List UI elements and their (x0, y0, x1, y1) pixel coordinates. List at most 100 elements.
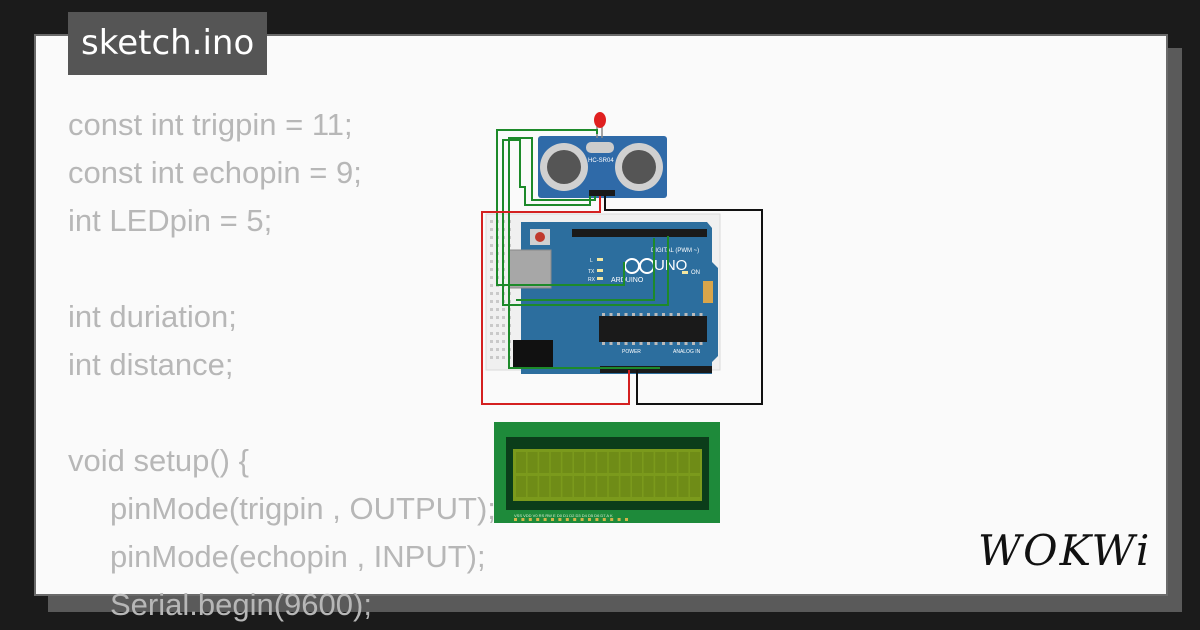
code-line: Serial.begin(9600); (110, 587, 372, 622)
lcd-character-cell (620, 476, 631, 497)
sketch-filename-tab[interactable]: sketch.ino (68, 12, 268, 75)
chip-pin (602, 313, 605, 316)
lcd-pin (551, 518, 554, 521)
code-line: pinMode(echopin , INPUT); (110, 539, 486, 574)
breadboard-hole (502, 332, 505, 335)
wire-echo (508, 137, 660, 369)
lcd-character-cell (655, 452, 666, 473)
wire-led (496, 129, 625, 286)
power-analog-header (600, 366, 712, 373)
digital-pins-label: DIGITAL (PWM ~) (651, 248, 699, 254)
breadboard-hole (502, 316, 505, 319)
l-led-indicator (597, 258, 603, 261)
breadboard-hole (496, 316, 499, 319)
chip-pin (639, 313, 643, 316)
lcd-character-cell (585, 452, 596, 473)
lcd-pin (588, 518, 591, 521)
chip-pin (602, 342, 605, 345)
power-jack (513, 340, 553, 368)
chip-pin (654, 313, 658, 316)
rx-label: RX (588, 277, 596, 283)
l-label: L (590, 258, 593, 264)
lcd-character-cell (666, 476, 677, 497)
lcd-character-cell (539, 476, 550, 497)
code-preview: const int trigpin = 11;const int echopin… (68, 101, 496, 629)
lcd-1602-display[interactable]: VSS VDD V0 RS RW E D0 D1 D2 D3 D4 D5 D6 … (494, 422, 720, 523)
atmega-chip (599, 316, 707, 342)
breadboard-hole (502, 324, 505, 327)
tx-label: TX (588, 269, 595, 275)
breadboard-hole (490, 316, 493, 319)
chip-pin (692, 342, 695, 345)
on-led-indicator (682, 271, 688, 274)
breadboard-hole (496, 340, 499, 343)
board-brand-label: ARDUINO (611, 277, 644, 284)
breadboard-hole (496, 308, 499, 311)
lcd-pin (565, 518, 569, 521)
reset-button-cap[interactable] (535, 232, 545, 242)
lcd-character-cell (516, 452, 526, 473)
breadboard-hole (496, 348, 499, 351)
power-pins-label: POWER (622, 349, 641, 355)
breadboard-hole (490, 348, 493, 351)
analog-pins-label: ANALOG IN (673, 349, 701, 355)
lcd-pin (610, 518, 614, 521)
chip-pin (669, 342, 673, 345)
red-led[interactable] (594, 112, 606, 138)
board-model-label: UNO (654, 257, 687, 274)
lcd-pin (558, 518, 562, 521)
breadboard-hole (490, 244, 493, 247)
code-line: const int echopin = 9; (68, 155, 362, 190)
code-line: int duriation; (68, 299, 237, 334)
sensor-transmitter-mesh (547, 150, 581, 184)
chip-pin (684, 313, 688, 316)
chip-pin (654, 342, 658, 345)
lcd-pin (536, 518, 540, 521)
arduino-uno-board[interactable]: UNO ARDUINO DIGITAL (PWM ~) POWER ANALOG… (508, 222, 718, 374)
code-line: void setup() { (68, 443, 249, 478)
wire-ground (604, 196, 763, 405)
lcd-character-cell (608, 476, 619, 497)
wire-trig (502, 139, 669, 306)
breadboard-hole (490, 220, 493, 223)
chip-pin (669, 313, 673, 316)
lcd-pin (528, 518, 532, 521)
chip-pin (684, 342, 688, 345)
code-line: pinMode(trigpin , OUTPUT); (110, 491, 496, 526)
lcd-character-cell (574, 452, 584, 473)
wokwi-logo-text: WOKWi (978, 527, 1150, 575)
breadboard-hole (490, 292, 493, 295)
breadboard-hole (496, 332, 499, 335)
lcd-pin (521, 518, 525, 521)
code-line: int distance; (68, 347, 234, 382)
lcd-character-cell (516, 476, 526, 497)
lcd-character-cell (608, 452, 619, 473)
code-line: int LEDpin = 5; (68, 203, 273, 238)
chip-pin (617, 313, 620, 316)
wire-signal (516, 238, 655, 301)
sensor-pin-header (589, 190, 615, 196)
on-label: ON (691, 270, 700, 276)
chip-pin (609, 342, 613, 345)
sensor-crystal (586, 142, 614, 153)
breadboard-hole (502, 356, 505, 359)
lcd-character-cell (550, 452, 561, 473)
lcd-character-cell (527, 476, 538, 497)
wokwi-logo[interactable]: WOKWi (978, 527, 1150, 577)
icsp-header (703, 281, 713, 303)
lcd-character-cell (632, 452, 642, 473)
ultrasonic-sensor-hc-sr04[interactable]: HC-SR04 (538, 136, 667, 198)
lcd-pin (580, 518, 584, 521)
lcd-character-cell (666, 452, 677, 473)
chip-pin (609, 313, 613, 316)
lcd-pin (625, 518, 628, 521)
breadboard-hole (502, 348, 505, 351)
lcd-character-cell (550, 476, 561, 497)
lcd-character-cell (574, 476, 584, 497)
lcd-character-cell (643, 476, 654, 497)
breadboard-hole (490, 236, 493, 239)
chip-pin (699, 313, 703, 316)
sensor-receiver-mesh (622, 150, 656, 184)
lcd-pin-labels: VSS VDD V0 RS RW E D0 D1 D2 D3 D4 D5 D6 … (514, 513, 613, 518)
